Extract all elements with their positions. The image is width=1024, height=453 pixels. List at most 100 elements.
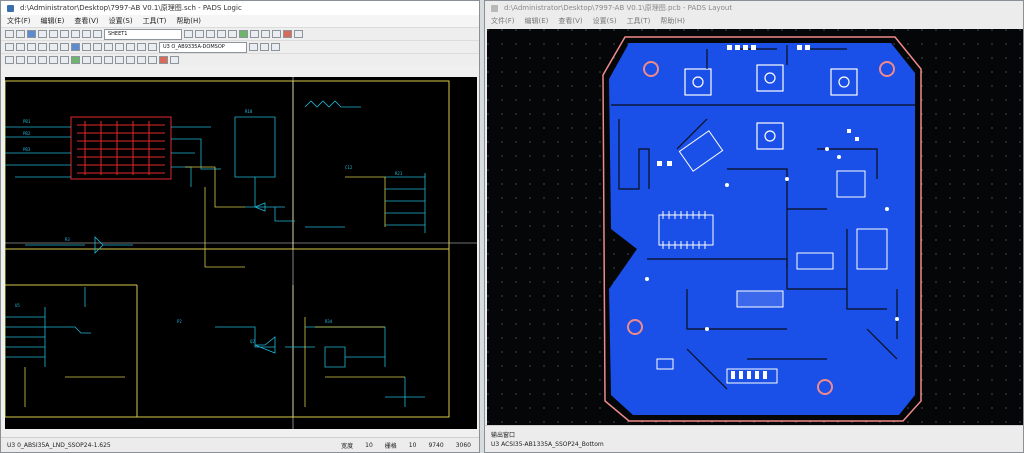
- status-part: U3 0_ABSI35A_LND_SSOP24-1.625: [7, 441, 111, 449]
- draft-text-icon[interactable]: [71, 56, 80, 64]
- add-text-icon[interactable]: [49, 43, 58, 51]
- layout-menu-help[interactable]: 帮助(H): [660, 17, 686, 25]
- draft-rect-icon[interactable]: [27, 56, 36, 64]
- redraw-icon[interactable]: [217, 30, 226, 38]
- status-width-value: 10: [365, 441, 373, 449]
- logic-window-title: d:\Administrator\Desktop\7997-AB V0.1\原理…: [20, 4, 242, 12]
- redo-icon[interactable]: [93, 30, 102, 38]
- draft-mirror-icon[interactable]: [126, 56, 135, 64]
- pan-icon[interactable]: [228, 30, 237, 38]
- add-field-icon[interactable]: [60, 43, 69, 51]
- layout-menu-tools[interactable]: 工具(T): [626, 17, 651, 25]
- vias: [645, 147, 899, 331]
- zoom-icon[interactable]: [184, 30, 193, 38]
- copper-pour: [609, 43, 915, 415]
- status-grid-label: 栅格: [384, 442, 397, 450]
- add-bus-icon[interactable]: [38, 43, 47, 51]
- svg-text:P2: P2: [177, 319, 182, 324]
- smd-pads: [657, 45, 859, 379]
- select-icon[interactable]: [5, 43, 14, 51]
- save-icon[interactable]: [27, 30, 36, 38]
- eco-icon[interactable]: [283, 30, 292, 38]
- menu-help[interactable]: 帮助(H): [176, 17, 202, 25]
- tactile-switches: [684, 64, 858, 150]
- move-icon[interactable]: [71, 43, 80, 51]
- cyan-wiring: [5, 100, 426, 407]
- pads-logic-app-icon: [7, 4, 14, 12]
- menu-tools[interactable]: 工具(T): [142, 17, 167, 25]
- output-window-label[interactable]: 输出窗口: [491, 432, 516, 439]
- svg-text:C12: C12: [345, 165, 353, 170]
- layout-menu-edit[interactable]: 编辑(E): [524, 17, 549, 25]
- add-connection-icon[interactable]: [27, 43, 36, 51]
- pcb-canvas[interactable]: [487, 29, 1023, 427]
- draft-path-icon[interactable]: [60, 56, 69, 64]
- draft-line-icon[interactable]: [16, 56, 25, 64]
- logic-toolbar-3: [1, 53, 479, 66]
- layout-titlebar[interactable]: d:\Administrator\Desktop\7997-AB V0.1\原理…: [485, 1, 1023, 15]
- microcontroller-part: [70, 116, 172, 180]
- route-icon[interactable]: [239, 30, 248, 38]
- draft-circle-icon[interactable]: [38, 56, 47, 64]
- svg-text:U5: U5: [15, 303, 20, 308]
- draft-measure-icon[interactable]: [137, 56, 146, 64]
- open-icon[interactable]: [16, 30, 25, 38]
- pads-logic-window: d:\Administrator\Desktop\7997-AB V0.1\原理…: [0, 0, 480, 453]
- zoom-in-icon[interactable]: [195, 30, 204, 38]
- flip-icon[interactable]: [93, 43, 102, 51]
- board-outline: [602, 36, 922, 422]
- layout-menu-file[interactable]: 文件(F): [491, 17, 515, 25]
- status-width-label: 宽度: [341, 442, 354, 450]
- attribute-icon[interactable]: [148, 43, 157, 51]
- menu-view[interactable]: 查看(V): [74, 17, 99, 25]
- find-icon[interactable]: [261, 30, 270, 38]
- new-icon[interactable]: [5, 30, 14, 38]
- sheet-select[interactable]: SHEET1: [104, 28, 182, 40]
- draft-arc-icon[interactable]: [49, 56, 58, 64]
- rotate-icon[interactable]: [82, 43, 91, 51]
- svg-text:Q2: Q2: [250, 339, 255, 344]
- options-icon[interactable]: [271, 43, 280, 51]
- logic-titlebar[interactable]: d:\Administrator\Desktop\7997-AB V0.1\原理…: [1, 1, 479, 15]
- add-part-icon[interactable]: [16, 43, 25, 51]
- cut-icon[interactable]: [49, 30, 58, 38]
- layout-menu-view[interactable]: 查看(V): [558, 17, 583, 25]
- split-icon[interactable]: [126, 43, 135, 51]
- undo-icon[interactable]: [82, 30, 91, 38]
- properties-icon[interactable]: [250, 30, 259, 38]
- draft-snap-icon[interactable]: [170, 56, 179, 64]
- draft-erase-icon[interactable]: [159, 56, 168, 64]
- copy-part-icon[interactable]: [115, 43, 124, 51]
- draft-grid-icon[interactable]: [148, 56, 157, 64]
- report-icon[interactable]: [294, 30, 303, 38]
- yellow-wiring: [24, 166, 405, 407]
- logic-toolbar-1: SHEET1: [1, 27, 479, 40]
- swap-icon[interactable]: [137, 43, 146, 51]
- menu-setup[interactable]: 设置(S): [108, 17, 133, 25]
- arrow-down-icon[interactable]: [260, 43, 269, 51]
- draft-combine-icon[interactable]: [104, 56, 113, 64]
- layout-window-title: d:\Administrator\Desktop\7997-AB V0.1\原理…: [504, 4, 733, 12]
- draft-break-icon[interactable]: [115, 56, 124, 64]
- svg-text:PB1: PB1: [23, 119, 31, 124]
- draft-group-icon[interactable]: [82, 56, 91, 64]
- layout-link-icon[interactable]: [272, 30, 281, 38]
- pcb-drawing: [487, 29, 1023, 427]
- layout-menu-setup[interactable]: 设置(S): [592, 17, 617, 25]
- zoom-out-icon[interactable]: [206, 30, 215, 38]
- component-select[interactable]: U3 O_AB9335A-DOMSOP: [159, 41, 247, 53]
- draft-select-icon[interactable]: [5, 56, 14, 64]
- paste-icon[interactable]: [71, 30, 80, 38]
- sheet-frame: [4, 80, 450, 418]
- copy-icon[interactable]: [60, 30, 69, 38]
- arrow-up-icon[interactable]: [249, 43, 258, 51]
- print-icon[interactable]: [38, 30, 47, 38]
- components: [656, 130, 888, 384]
- menu-edit[interactable]: 编辑(E): [40, 17, 65, 25]
- page-border-white: [5, 77, 477, 429]
- menu-file[interactable]: 文件(F): [7, 17, 31, 25]
- draft-ungroup-icon[interactable]: [93, 56, 102, 64]
- delete-icon[interactable]: [104, 43, 113, 51]
